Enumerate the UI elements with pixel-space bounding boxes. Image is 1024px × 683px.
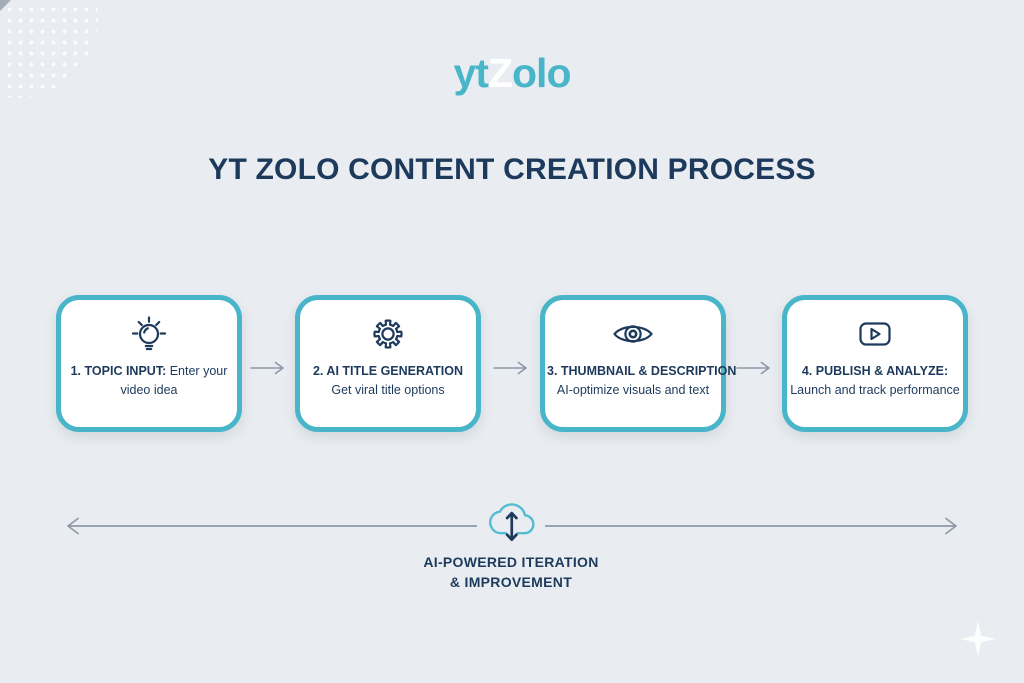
step-text: 3. THUMBNAIL & DESCRIPTION AI-optimize v… [547,362,736,400]
step-title: 2. AI TITLE GENERATION [312,364,463,378]
step-title: 4. PUBLISH & ANALYZE: [801,364,949,378]
play-button-icon [859,322,891,346]
iteration-label-line2: & IMPROVEMENT [449,574,573,591]
sparkle-icon [960,621,996,657]
step-title: 1. TOPIC INPUT: [70,364,167,378]
step-description: Get viral title options [331,382,445,397]
step-text: 4. PUBLISH & ANALYZE: Launch and track p… [789,362,961,400]
step-text: 2. AI TITLE GENERATION Get viral title o… [302,362,474,400]
logo-part-olo: olo [512,50,571,96]
cloud-sync-icon [488,503,535,542]
logo-part-yt: yt [453,50,489,96]
eye-icon [613,325,653,343]
logo-part-z: Z [487,50,513,96]
step-card-thumbnail-description: 3. THUMBNAIL & DESCRIPTION AI-optimize v… [540,295,736,432]
gear-icon [373,319,403,349]
arrow-right-icon [493,361,527,375]
step-description: Enter your video idea [120,364,228,397]
step-description: AI-optimize visuals and text [556,382,710,397]
iteration-label: AI-POWERED ITERATION & IMPROVEMENT [361,552,661,593]
iteration-label-line1: AI-POWERED ITERATION [423,554,599,570]
arrow-right-icon [736,361,770,375]
step-card-ai-title-generation: 2. AI TITLE GENERATION Get viral title o… [295,295,481,432]
step-title: 3. THUMBNAIL & DESCRIPTION [547,364,737,378]
step-card-publish-analyze: 4. PUBLISH & ANALYZE: Launch and track p… [782,295,968,432]
brand-logo: ytZolo [0,50,1024,97]
step-card-topic-input: 1. TOPIC INPUT: Enter your video idea [56,295,242,432]
lightbulb-icon [131,316,167,351]
page-title: YT ZOLO CONTENT CREATION PROCESS [208,153,816,186]
corner-mark [0,0,11,11]
step-text: 1. TOPIC INPUT: Enter your video idea [63,362,235,400]
arrow-right-icon [250,361,284,375]
step-description: Launch and track performance [790,382,960,397]
